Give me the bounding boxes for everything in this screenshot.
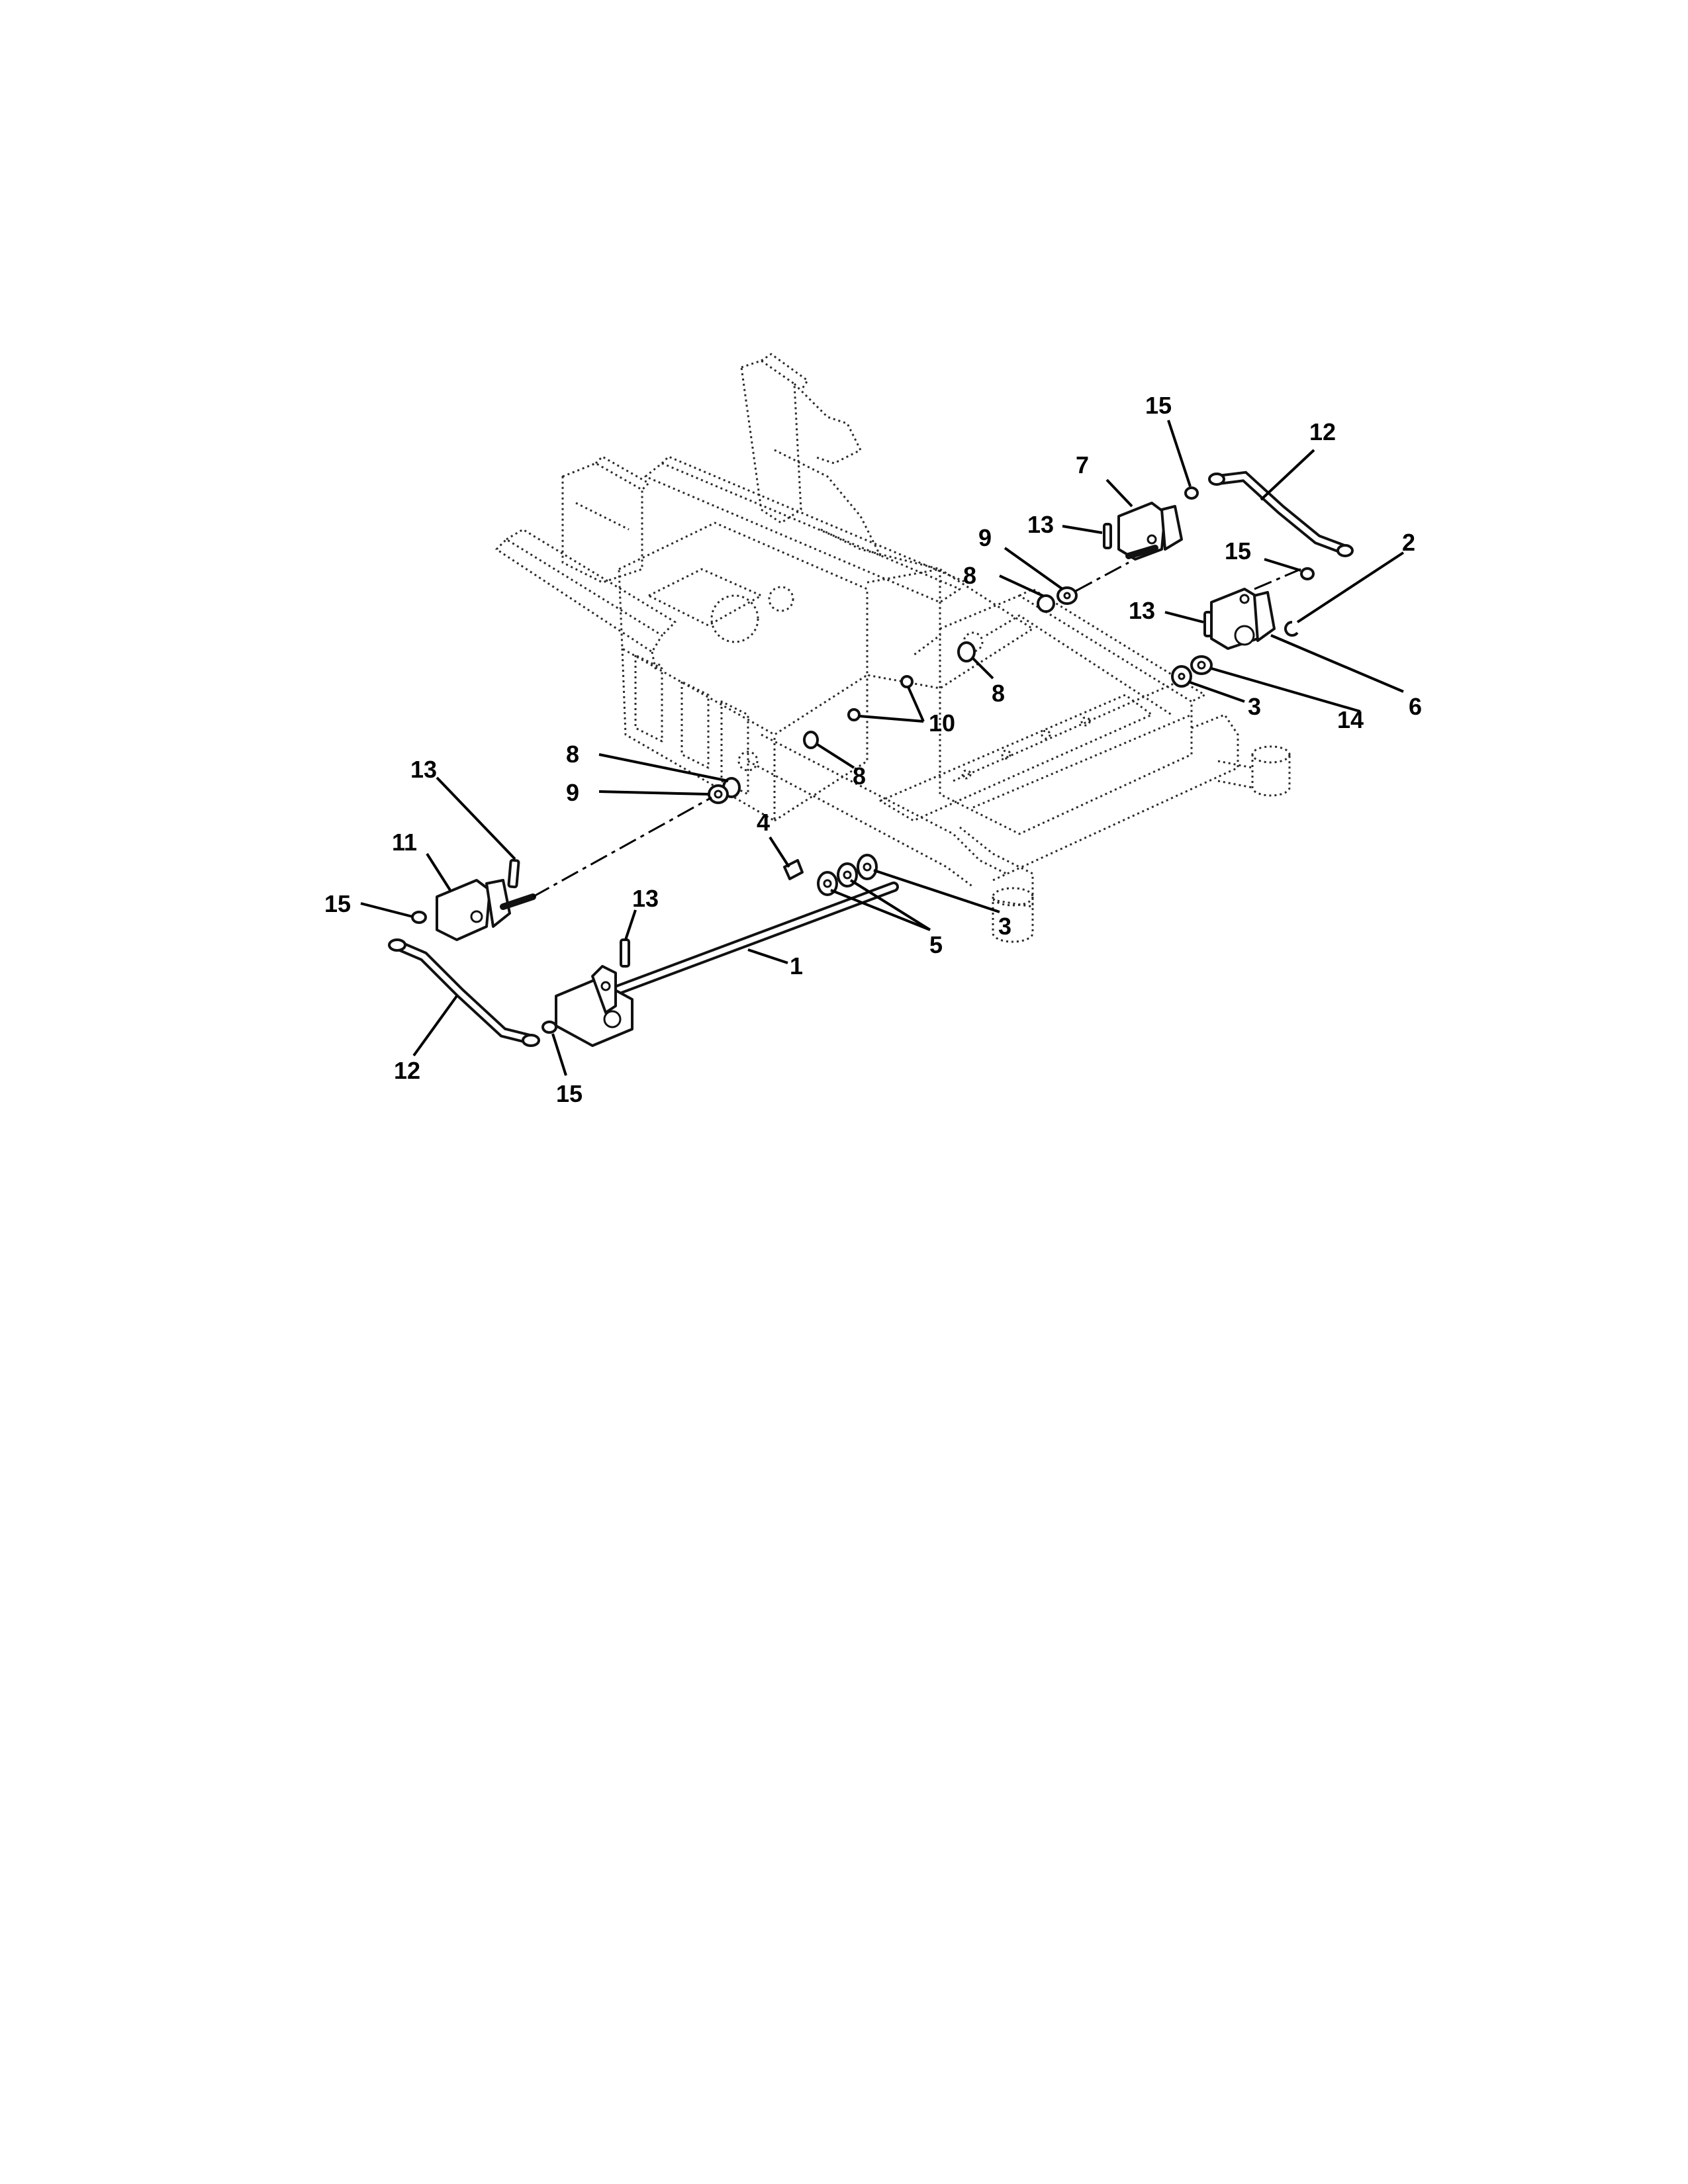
callout-8-left: 8: [566, 741, 579, 768]
callout-13-left: 13: [410, 756, 437, 783]
callout-8-mid: 8: [853, 762, 866, 790]
callout-13-lower: 13: [632, 885, 659, 912]
washer-15-lower-part: [541, 1021, 557, 1034]
bushing-8-top-part: [1037, 594, 1055, 613]
link-rod-right-part: [1208, 471, 1354, 557]
roll-pin-lower-part: [620, 938, 630, 968]
callout-15-left: 15: [324, 890, 351, 917]
callout-3-upper: 3: [1248, 693, 1261, 720]
callout-9-left: 9: [566, 779, 579, 806]
callout-15-top: 15: [1145, 392, 1172, 419]
washer-15-left-part: [411, 911, 427, 924]
nut-10b-part: [900, 675, 914, 688]
callout-15-right: 15: [1225, 537, 1251, 565]
callout-2: 2: [1402, 529, 1415, 556]
washer-15-right-part: [1300, 567, 1315, 580]
callout-13-right: 13: [1129, 597, 1155, 624]
pivot-bracket-upper-part: [1117, 502, 1183, 561]
callout-3-lower: 3: [998, 913, 1011, 940]
leader-lines: [360, 420, 1405, 1076]
pivot-bracket-right-part: [1210, 588, 1276, 650]
nut-10a-part: [847, 708, 861, 721]
link-rod-left-part: [388, 938, 540, 1047]
callout-4: 4: [757, 809, 770, 836]
callout-8-top: 8: [963, 562, 976, 589]
roll-pin-right-part: [1203, 611, 1213, 637]
assembly-centerlines: [532, 561, 1301, 898]
roll-pin-upper-part: [1103, 523, 1112, 549]
callout-14: 14: [1337, 706, 1364, 733]
washer-15-top-part: [1184, 486, 1199, 500]
detached-parts: [388, 471, 1354, 1047]
e-ring-part: [1284, 621, 1299, 637]
callout-7: 7: [1076, 451, 1089, 478]
bushing-8-upper-part: [957, 641, 976, 662]
callout-8-upper: 8: [992, 680, 1005, 707]
roll-pin-left-part: [507, 858, 520, 889]
callout-9-upper: 9: [978, 524, 992, 551]
callout-12-left: 12: [394, 1057, 420, 1084]
callout-15-lower: 15: [556, 1080, 583, 1107]
bushing-8-mid-part: [803, 731, 819, 749]
mower-frame: [495, 353, 1291, 943]
callout-13-upper: 13: [1027, 511, 1054, 538]
lift-shaft-part: [555, 882, 899, 1047]
callout-6: 6: [1409, 693, 1422, 720]
callout-11: 11: [392, 829, 417, 856]
callout-1: 1: [790, 952, 803, 979]
callout-12-right: 12: [1309, 418, 1336, 445]
pivot-bracket-left-part: [436, 879, 536, 941]
callout-labels: 1 2 3 3 4 5 6 7 8 8 8 8 9 9 10 11 12 12 …: [324, 392, 1422, 1107]
callout-5: 5: [929, 931, 943, 958]
callout-10: 10: [929, 709, 955, 737]
